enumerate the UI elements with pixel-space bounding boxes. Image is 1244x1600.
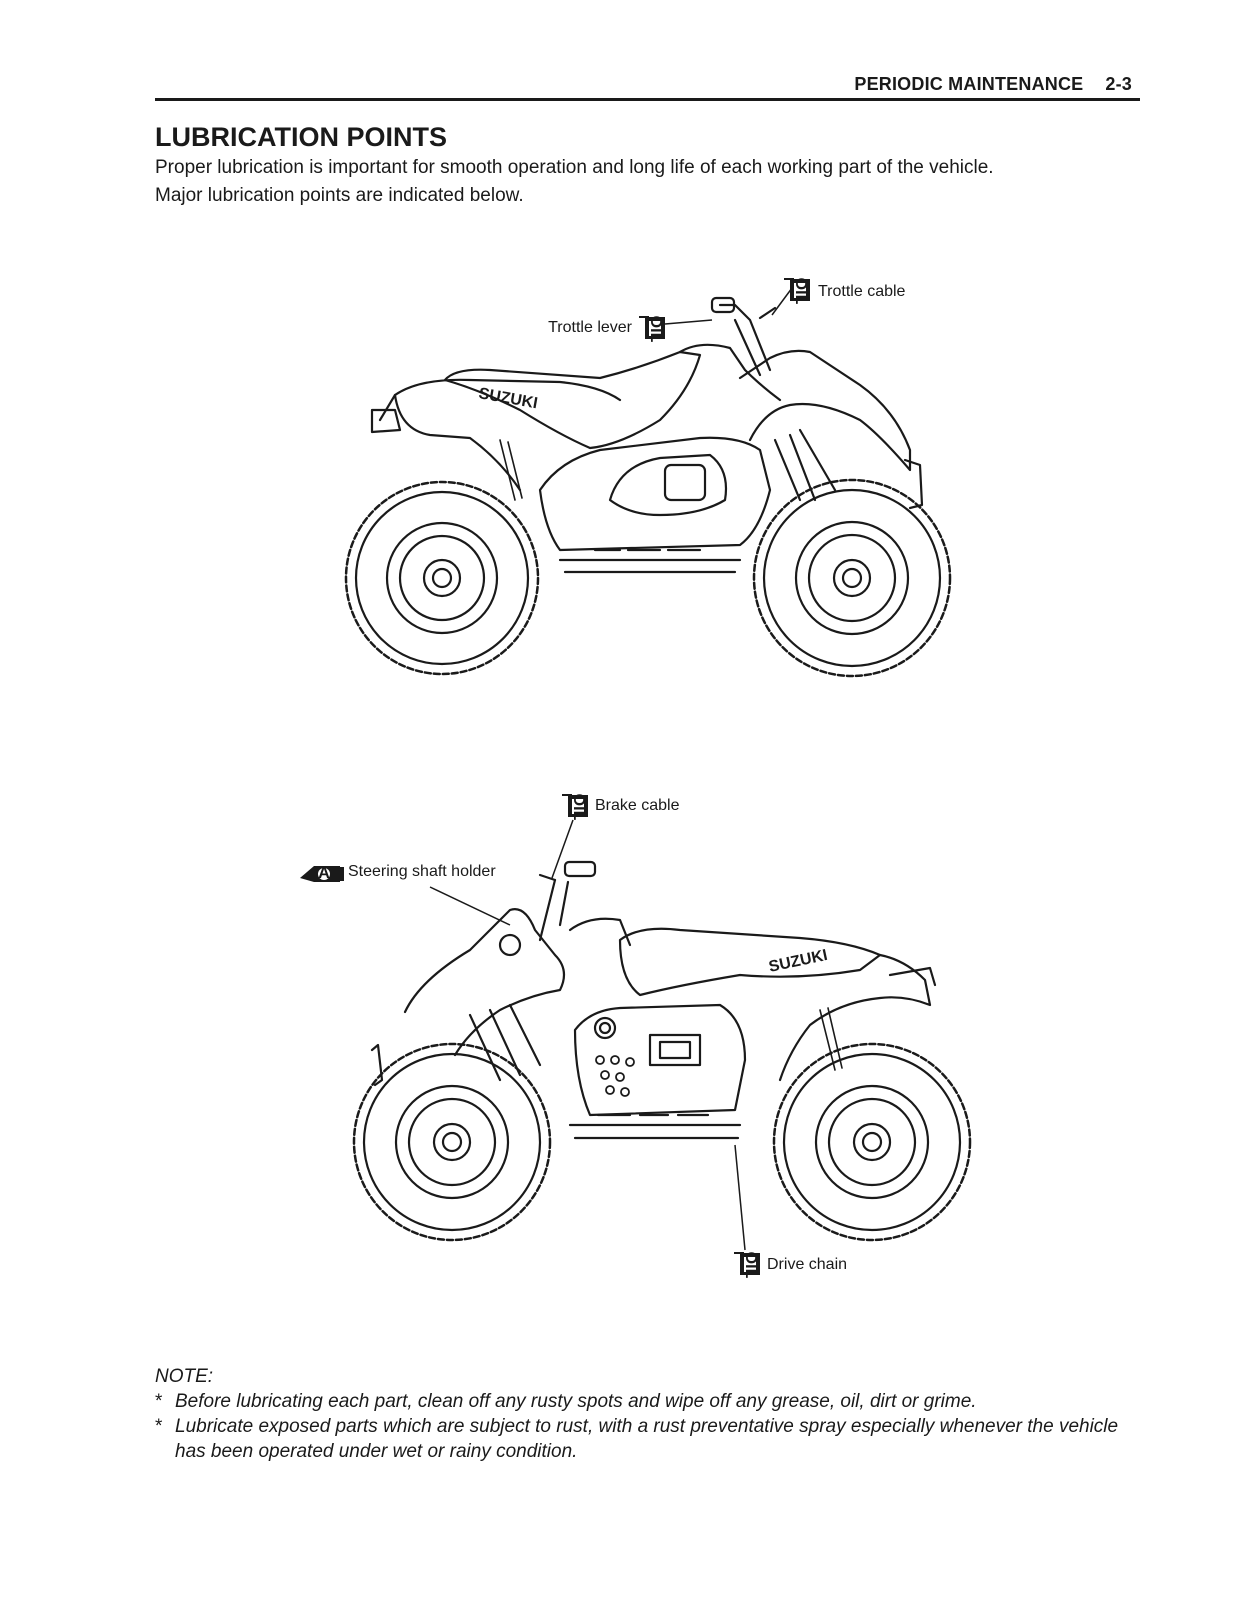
oil-can-icon: OIL	[562, 794, 588, 821]
note-bullet: *	[155, 1391, 163, 1412]
fuel-tank	[568, 917, 632, 947]
side-panel	[538, 436, 772, 552]
page-number: 2-3	[1105, 74, 1132, 94]
section-title: LUBRICATION POINTS	[155, 122, 447, 152]
oil-can-icon: OIL	[784, 278, 810, 305]
header-text: PERIODIC MAINTENANCE 2-3	[854, 74, 1132, 95]
note-block: NOTE: * Before lubricating each part, cl…	[155, 1364, 1140, 1464]
label-drive-chain: Drive chain	[767, 1256, 847, 1273]
front-fender	[738, 349, 912, 472]
label-throttle-cable: Trottle cable	[818, 283, 906, 300]
front-wheel	[752, 478, 952, 678]
front-wheel	[352, 1042, 552, 1242]
fuel-tank	[678, 343, 782, 402]
intro-paragraph: Proper lubrication is important for smoo…	[155, 154, 1135, 210]
page-header: PERIODIC MAINTENANCE 2-3	[155, 72, 1140, 101]
rear-wheel	[772, 1042, 972, 1242]
note-item: * Lubricate exposed parts which are subj…	[155, 1414, 1140, 1464]
seat	[618, 927, 882, 997]
handlebar	[538, 878, 570, 942]
intro-line-2: Major lubrication points are indicated b…	[155, 185, 524, 206]
note-item-text: Lubricate exposed parts which are subjec…	[175, 1416, 1119, 1462]
brand-decal: SUZUKI	[477, 385, 539, 412]
rear-fender	[378, 378, 622, 422]
label-steering-shaft-holder: Steering shaft holder	[348, 863, 496, 880]
note-heading: NOTE:	[155, 1366, 214, 1387]
svg-text:OIL: OIL	[742, 1252, 759, 1279]
footrest	[558, 558, 742, 574]
side-panel	[573, 1003, 747, 1117]
rear-wheel	[344, 480, 540, 676]
footrest	[568, 1123, 742, 1140]
svg-text:A: A	[318, 865, 330, 882]
header-section: PERIODIC MAINTENANCE	[854, 74, 1084, 94]
intro-line-1: Proper lubrication is important for smoo…	[155, 157, 994, 178]
atv-figure-left-side: SUZUKI OIL Brake cable A Steering shaft …	[300, 794, 972, 1279]
svg-text:OIL: OIL	[647, 316, 664, 343]
oil-can-icon: OIL	[734, 1252, 760, 1279]
seat	[443, 350, 702, 450]
note-bullet: *	[155, 1416, 163, 1437]
svg-text:OIL: OIL	[792, 278, 809, 305]
atv-figure-right-side: SUZUKI OIL Trottle cable OIL Trottle lev…	[344, 278, 952, 678]
label-throttle-lever: Trottle lever	[548, 319, 633, 336]
oil-can-icon: OIL	[639, 316, 665, 343]
front-fender	[403, 908, 566, 1057]
label-brake-cable: Brake cable	[595, 797, 680, 814]
note-item-text: Before lubricating each part, clean off …	[175, 1391, 977, 1412]
note-item: * Before lubricating each part, clean of…	[155, 1389, 1140, 1414]
handlebar	[718, 303, 772, 377]
grease-gun-icon: A	[300, 865, 344, 882]
brand-decal: SUZUKI	[767, 947, 829, 976]
svg-text:OIL: OIL	[570, 794, 587, 821]
